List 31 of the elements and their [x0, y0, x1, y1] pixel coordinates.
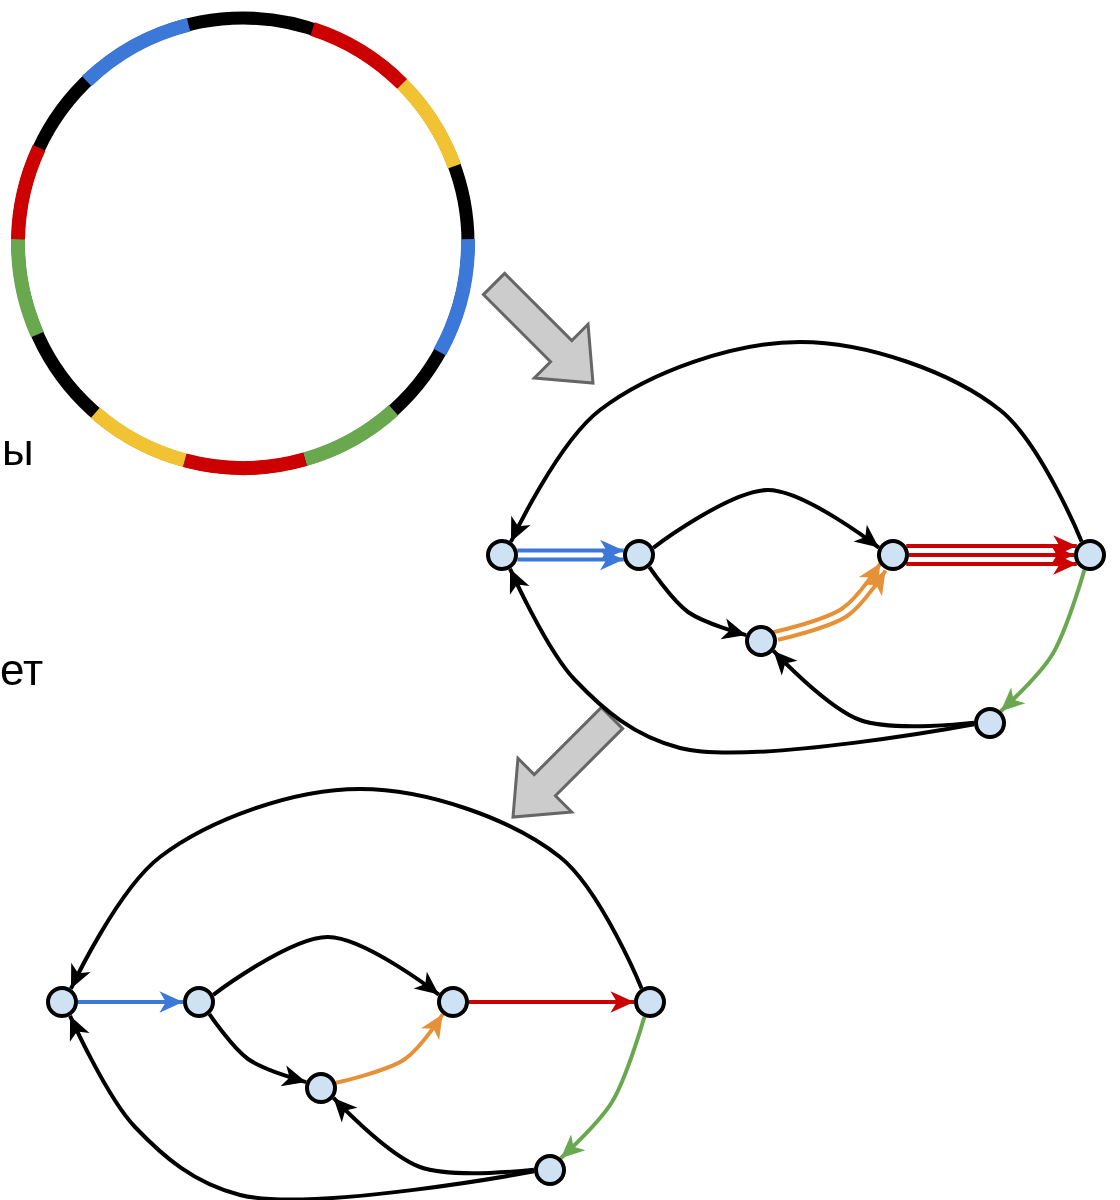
circle-node	[1074, 539, 1106, 571]
arrow	[772, 561, 883, 635]
arrow	[999, 569, 1087, 713]
arrow	[508, 568, 975, 755]
text-fragment: ет	[0, 648, 44, 692]
circle-node	[46, 986, 78, 1018]
arrow	[772, 649, 975, 729]
text-fragment: ы	[2, 428, 34, 472]
circle-node	[305, 1072, 337, 1104]
arrow	[212, 935, 441, 997]
arrow	[509, 340, 1084, 543]
arrow	[68, 1015, 535, 1200]
arrow	[777, 569, 888, 642]
circle-node	[974, 707, 1006, 739]
circle-node	[486, 539, 518, 571]
circle-node	[634, 986, 666, 1018]
circle-node	[745, 625, 777, 657]
arrow	[652, 488, 881, 550]
arrow	[69, 787, 644, 990]
arrow	[335, 1013, 445, 1085]
circle-node	[534, 1154, 566, 1186]
circle-node	[183, 986, 215, 1018]
circle-node	[437, 986, 469, 1018]
arrow	[332, 1096, 535, 1176]
arrow	[78, 991, 183, 1013]
arrow	[559, 1016, 647, 1160]
arrow	[207, 1013, 307, 1087]
arrow	[469, 991, 634, 1013]
arrow	[647, 566, 747, 640]
circle-node	[623, 539, 655, 571]
circle-node	[877, 539, 909, 571]
